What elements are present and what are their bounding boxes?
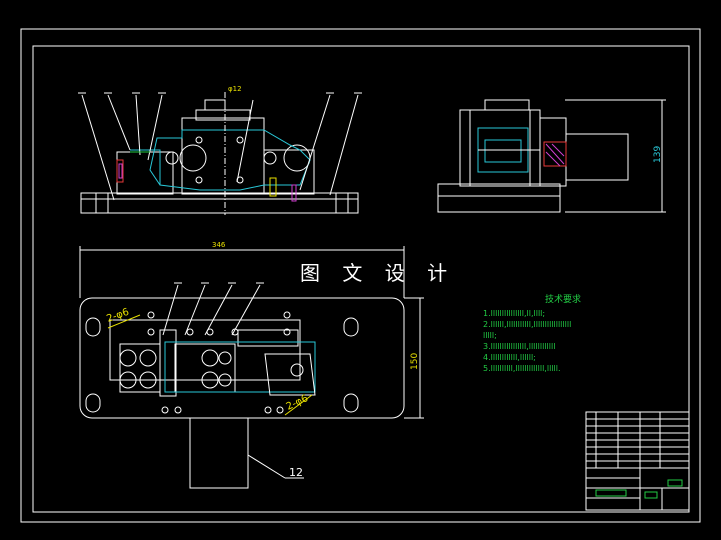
title-block	[585, 411, 690, 511]
tech-line: 2.llllll,lllllllllll,lllllllllllllllll	[483, 320, 571, 329]
tech-line: 4.llllllllllll,llllll;	[483, 353, 536, 362]
front-view	[78, 92, 362, 215]
tech-line: 3.llllllllllllllll,llllllllllll	[483, 342, 555, 351]
hole-callout-left: 2-φ6	[105, 307, 130, 325]
front-dim-callout: φ12	[228, 85, 242, 93]
plan-height-dim: 150	[410, 353, 420, 370]
tech-line: 1.lllllllllllllll,ll,llll;	[483, 309, 545, 318]
inner-frame	[32, 45, 690, 513]
hole-callout-right: 2-φ6	[285, 393, 310, 413]
tech-req-title: 技术要求	[545, 293, 581, 305]
tech-line: 5.llllllllll,lllllllllllll,lllll.	[483, 364, 561, 373]
part-balloon: 12	[289, 466, 303, 479]
plan-view	[79, 246, 424, 489]
outer-frame	[20, 28, 701, 523]
side-view	[437, 99, 666, 213]
drawing-title: 图 文 设 计	[300, 261, 456, 285]
tech-line: lllll;	[483, 331, 497, 340]
plan-width-dim: 346	[212, 241, 226, 249]
side-height-dim: 139	[653, 146, 663, 163]
